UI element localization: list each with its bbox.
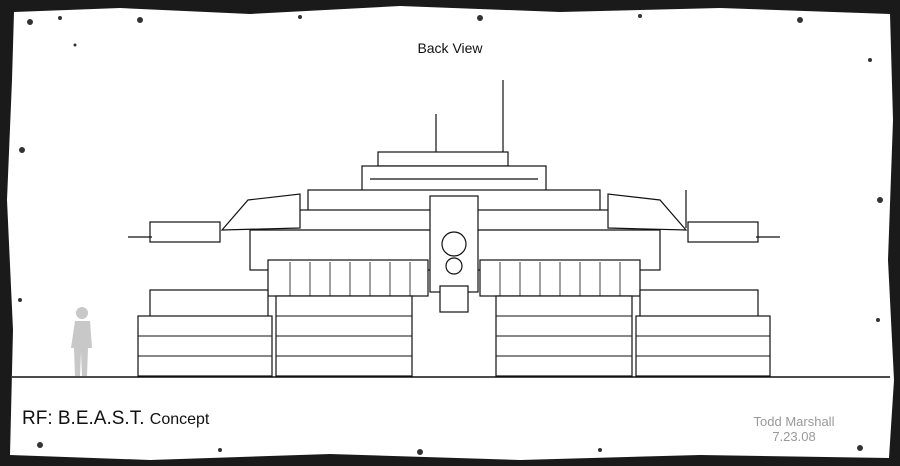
concept-title: RF: B.E.A.S.T. Concept: [22, 408, 209, 430]
artist-credit: Todd Marshall 7.23.08: [734, 414, 854, 444]
concept-title-suffix: Concept: [149, 411, 210, 428]
artist-name: Todd Marshall: [753, 414, 835, 429]
view-title: Back View: [417, 40, 483, 56]
human-scale-figure: [71, 307, 92, 376]
artist-date: 7.23.08: [772, 429, 816, 444]
vehicle-back-view-drawing: [128, 80, 780, 377]
concept-title-prefix: RF: B.E.A.S.T.: [22, 408, 145, 429]
